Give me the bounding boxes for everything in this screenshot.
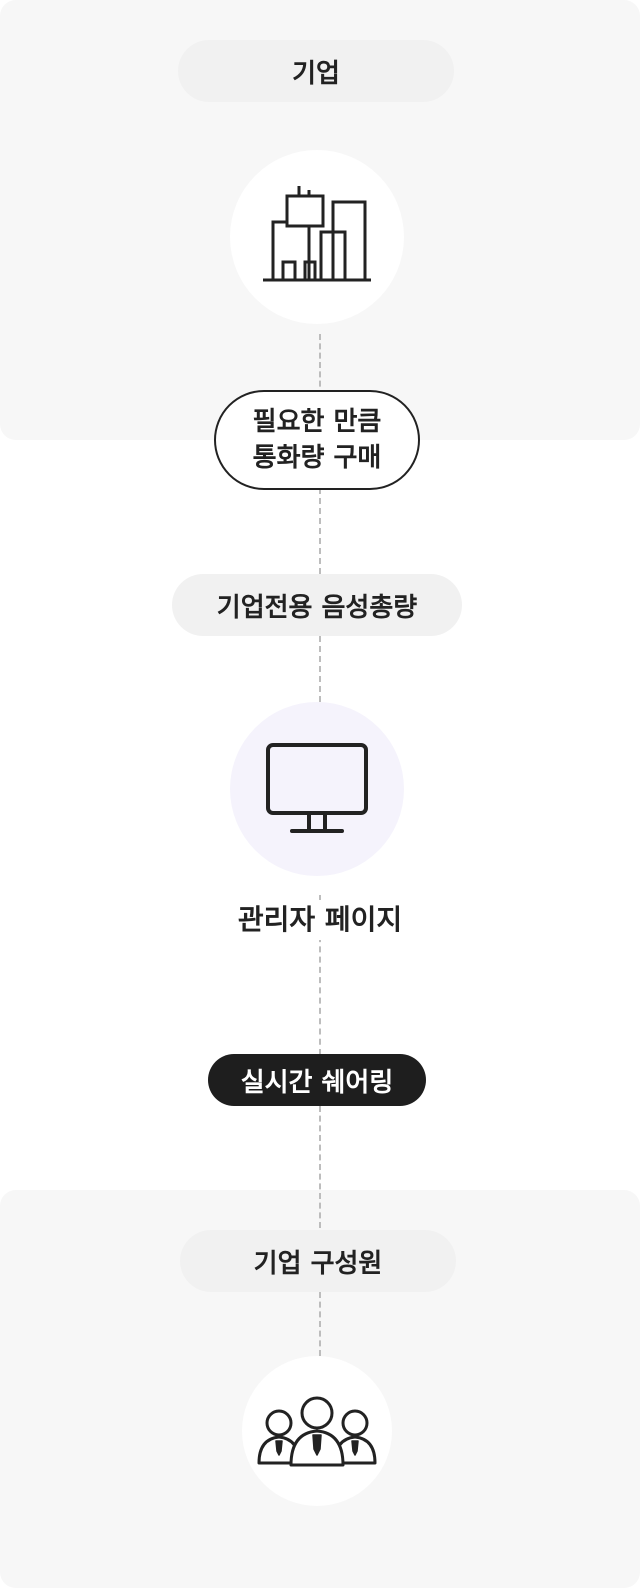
company-title: 기업 xyxy=(178,40,454,102)
purchase-line-2: 통화량 구매 xyxy=(252,443,382,473)
members-title: 기업 구성원 xyxy=(180,1230,456,1292)
purchase-node: 필요한 만큼 통화량 구매 xyxy=(214,390,420,490)
members-icon-circle xyxy=(242,1356,392,1506)
connector-line xyxy=(319,488,321,574)
connector-line xyxy=(319,1292,321,1356)
purchase-line-1: 필요한 만큼 xyxy=(252,407,382,437)
admin-icon-circle xyxy=(230,702,404,876)
buildings-icon xyxy=(263,186,371,282)
connector-line xyxy=(319,1106,321,1228)
monitor-icon xyxy=(266,743,368,833)
admin-page-label: 관리자 페이지 xyxy=(160,900,480,940)
company-icon-circle xyxy=(230,150,404,324)
connector-line xyxy=(319,334,321,396)
connector-line xyxy=(319,895,321,1055)
people-group-icon xyxy=(257,1396,377,1467)
sharing-pill: 실시간 쉐어링 xyxy=(208,1054,426,1106)
voice-pool-pill: 기업전용 음성총량 xyxy=(172,574,462,636)
connector-line xyxy=(319,636,321,702)
